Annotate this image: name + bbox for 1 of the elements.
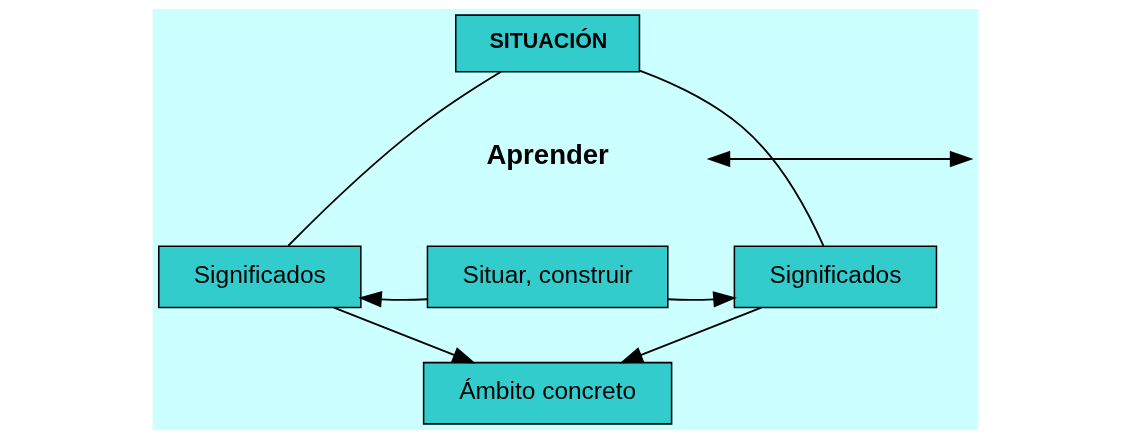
label: Aprender <box>485 138 609 170</box>
